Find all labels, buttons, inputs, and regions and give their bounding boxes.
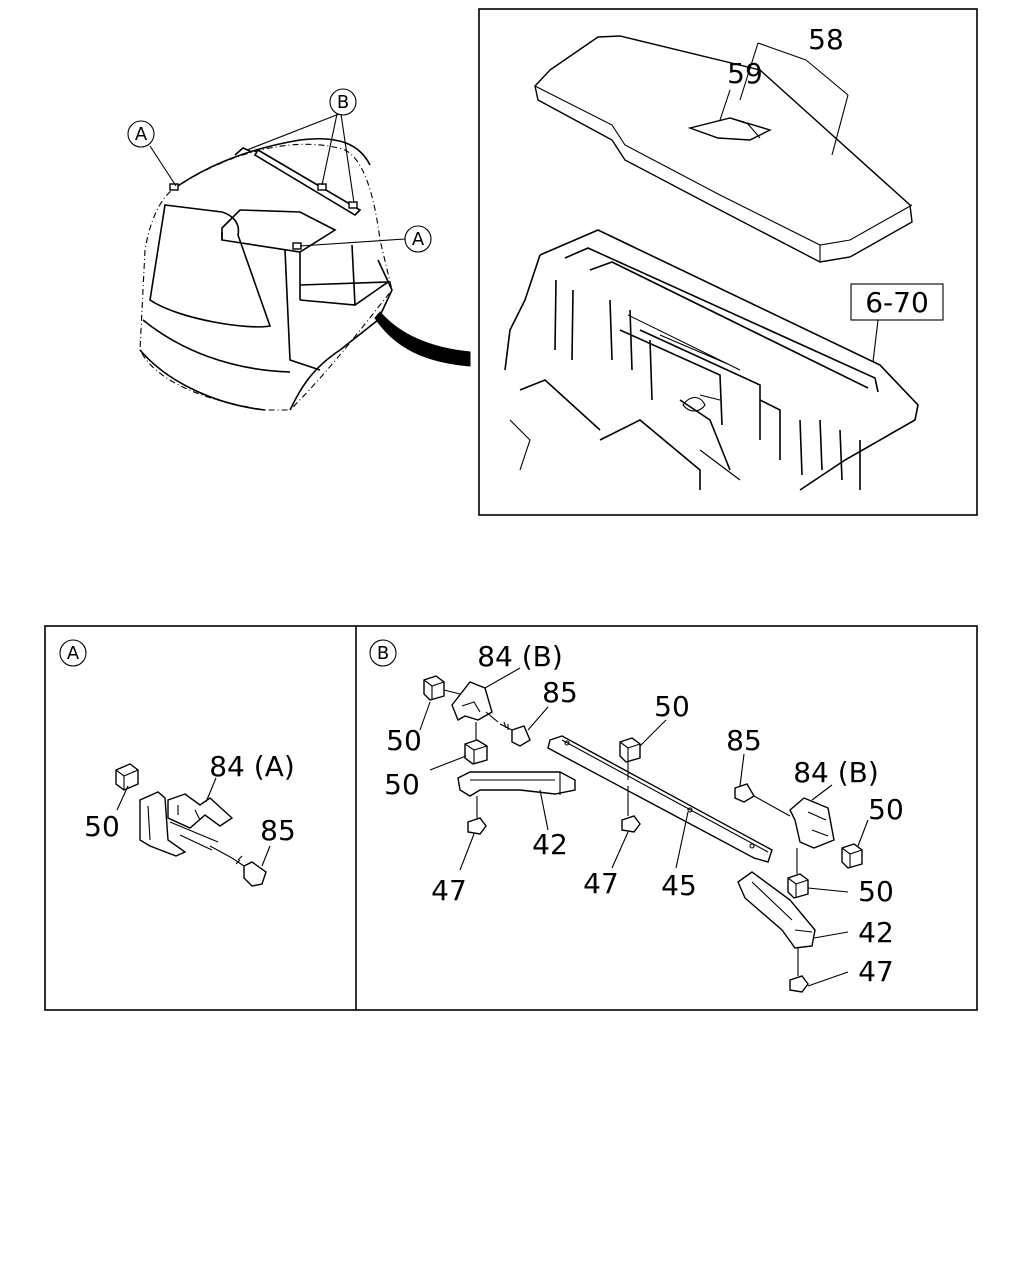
zoom-panel-frame [478,8,978,516]
label-b-50-mid-left: 50 [384,768,420,801]
callouts-58-59: 58 59 [719,23,849,156]
svg-text:A: A [67,643,80,664]
label-b-50-center: 50 [654,690,690,723]
label-b-50-right-top: 50 [868,793,904,826]
detail-panel-frame [44,625,978,1011]
svg-text:A: A [135,124,148,145]
label-b-85-left: 85 [542,676,578,709]
cab-illustration [139,113,406,411]
label-b-50-top-left: 50 [386,724,422,757]
label-b-47-right: 47 [858,955,894,988]
detail-b-parts: 84 (B) 85 50 50 50 42 47 47 45 85 84 (B)… [384,640,904,993]
cab-rear-panel [504,229,919,491]
detail-b-marker: B [369,639,397,667]
label-b-47-left: 47 [431,874,467,907]
shelf-cover-part [534,35,913,263]
callout-59: 59 [727,57,763,90]
callout-58: 58 [808,23,844,56]
pointer-arrow [374,311,471,367]
label-b-47-center: 47 [583,867,619,900]
svg-text:6-70: 6-70 [865,286,929,319]
detail-a-marker: A [59,639,87,667]
label-b-84b-left: 84 (B) [477,640,563,673]
svg-text:B: B [377,643,389,664]
reference-box-6-70: 6-70 [850,283,944,363]
label-b-85-right: 85 [726,724,762,757]
marker-b-top: B [329,88,357,116]
marker-a-upper: A [127,120,155,148]
label-b-50-right-bottom: 50 [858,875,894,908]
detail-a-parts: 50 84 (A) 85 [84,750,296,887]
marker-a-lower: A [404,225,432,253]
label-b-42-right: 42 [858,916,894,949]
label-a-84a: 84 (A) [209,750,295,783]
label-b-84b-right: 84 (B) [793,756,879,789]
label-b-42-left: 42 [532,828,568,861]
svg-text:B: B [337,92,349,113]
label-b-45: 45 [661,869,697,902]
svg-text:A: A [412,229,425,250]
label-a-85: 85 [260,814,296,847]
label-a-50: 50 [84,810,120,843]
